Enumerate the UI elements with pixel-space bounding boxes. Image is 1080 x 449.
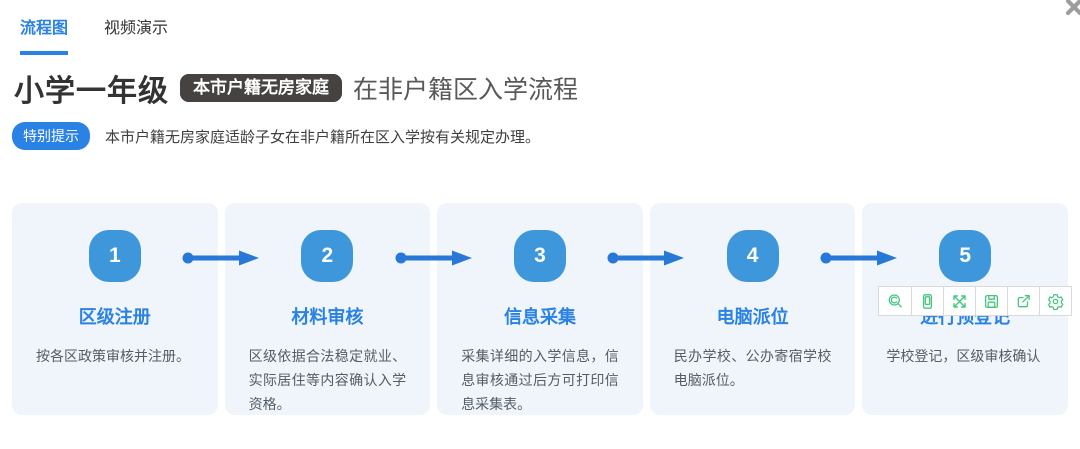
step-title: 区级注册 xyxy=(78,307,151,327)
step-card-4: 4 电脑派位 民办学校、公办寄宿学校电脑派位。 xyxy=(649,203,856,415)
tip-text: 本市户籍无房家庭适龄子女在非户籍所在区入学按有关规定办理。 xyxy=(105,128,541,146)
step-description: 民办学校、公办寄宿学校电脑派位。 xyxy=(673,348,832,388)
step-card-1: 1 区级注册 按各区政策审核并注册。 xyxy=(12,203,218,415)
viewer-toolbar xyxy=(878,286,1072,316)
flow-arrow-icon xyxy=(607,250,684,266)
title-grade: 小学一年级 xyxy=(14,75,169,108)
step-description: 按各区政策审核并注册。 xyxy=(36,348,190,364)
save-icon[interactable] xyxy=(975,287,1007,315)
title-category-badge: 本市户籍无房家庭 xyxy=(180,74,342,102)
special-tip: 特别提示 本市户籍无房家庭适龄子女在非户籍所在区入学按有关规定办理。 xyxy=(12,122,540,150)
step-number-badge: 3 xyxy=(513,230,566,282)
mobile-preview-icon[interactable] xyxy=(911,287,943,315)
step-number-badge: 1 xyxy=(88,230,141,282)
title-suffix: 在非户籍区入学流程 xyxy=(353,76,579,104)
step-description: 学校登记，区级审核确认 xyxy=(886,348,1041,364)
flow-arrow-icon xyxy=(820,250,897,266)
tab-flowchart[interactable]: 流程图 xyxy=(20,14,69,55)
page-title: 小学一年级 本市户籍无房家庭 在非户籍区入学流程 xyxy=(14,66,578,110)
step-title: 电脑派位 xyxy=(716,307,789,327)
step-title: 信息采集 xyxy=(503,307,576,327)
fullscreen-icon[interactable] xyxy=(943,287,975,315)
step-number-badge: 5 xyxy=(939,230,992,282)
flow-arrow-icon xyxy=(182,250,259,266)
step-number-badge: 2 xyxy=(301,230,354,282)
step-card-2: 2 材料审核 区级依据合法稳定就业、实际居住等内容确认入学资格。 xyxy=(224,203,431,415)
export-icon[interactable] xyxy=(1007,287,1039,315)
step-card-3: 3 信息采集 采集详细的入学信息，信息审核通过后方可打印信息采集表。 xyxy=(437,203,643,415)
tab-bar: 流程图 视频演示 xyxy=(20,14,168,55)
step-number-badge: 4 xyxy=(726,230,779,282)
tab-video-demo[interactable]: 视频演示 xyxy=(104,20,169,37)
flow-arrow-icon xyxy=(395,250,472,266)
settings-icon[interactable] xyxy=(1039,287,1071,315)
step-description: 区级依据合法稳定就业、实际居住等内容确认入学资格。 xyxy=(248,348,407,412)
step-description: 采集详细的入学信息，信息审核通过后方可打印信息采集表。 xyxy=(461,348,619,412)
step-title: 材料审核 xyxy=(291,307,364,327)
close-icon[interactable] xyxy=(1064,0,1080,18)
zoom-icon[interactable] xyxy=(879,287,911,315)
tip-badge: 特别提示 xyxy=(12,122,90,150)
